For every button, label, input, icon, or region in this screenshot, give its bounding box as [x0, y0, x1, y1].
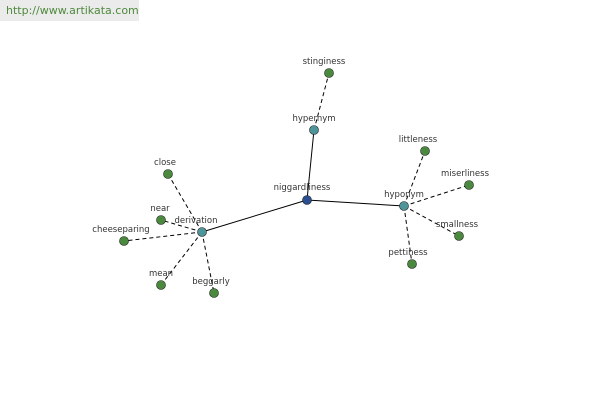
node-mean[interactable] — [156, 280, 166, 290]
edge-hyponym-smallness — [403, 205, 460, 237]
edge-niggardliness-hypernym — [306, 129, 315, 201]
node-mean-label: mean — [149, 269, 173, 279]
graph-edges — [123, 72, 470, 294]
node-close[interactable] — [163, 169, 173, 179]
node-niggardliness-label: niggardliness — [274, 183, 331, 193]
edge-derivation-beggarly — [201, 231, 215, 294]
node-pettiness-label: pettiness — [388, 248, 428, 258]
node-beggarly[interactable] — [209, 288, 219, 298]
node-cheeseparing[interactable] — [119, 236, 129, 246]
edge-derivation-close — [167, 173, 203, 233]
node-niggardliness[interactable] — [302, 195, 312, 205]
node-littleness-label: littleness — [399, 135, 438, 145]
edge-derivation-cheeseparing — [123, 231, 203, 242]
node-stinginess[interactable] — [324, 68, 334, 78]
node-hyponym[interactable] — [399, 201, 409, 211]
edge-derivation-near — [160, 219, 203, 233]
node-near[interactable] — [156, 215, 166, 225]
source-url-text[interactable]: http://www.artikata.com — [6, 4, 139, 17]
node-cheeseparing-label: cheeseparing — [92, 225, 149, 235]
node-hypernym[interactable] — [309, 125, 319, 135]
edge-hyponym-miserliness — [403, 184, 470, 207]
edge-niggardliness-hyponym — [306, 199, 405, 207]
graph-nodes — [119, 68, 474, 298]
node-pettiness[interactable] — [407, 259, 417, 269]
source-url-banner[interactable]: http://www.artikata.com — [0, 0, 139, 21]
node-hypernym-label: hypernym — [292, 114, 335, 124]
node-derivation-label: derivation — [174, 216, 217, 226]
node-beggarly-label: beggarly — [192, 277, 230, 287]
node-close-label: close — [154, 158, 176, 168]
node-smallness[interactable] — [454, 231, 464, 241]
node-hyponym-label: hyponym — [384, 190, 424, 200]
edge-hypernym-stinginess — [313, 72, 330, 131]
node-littleness[interactable] — [420, 146, 430, 156]
node-miserliness-label: miserliness — [441, 169, 490, 179]
node-derivation[interactable] — [197, 227, 207, 237]
node-smallness-label: smallness — [436, 220, 479, 230]
edge-niggardliness-derivation — [201, 199, 308, 233]
edge-hyponym-littleness — [403, 150, 426, 207]
edge-hyponym-pettiness — [403, 205, 413, 265]
node-miserliness[interactable] — [464, 180, 474, 190]
node-near-label: near — [150, 204, 170, 214]
graph-labels: stinginess littleness miserliness smallness… — [92, 57, 489, 287]
node-stinginess-label: stinginess — [303, 57, 346, 67]
